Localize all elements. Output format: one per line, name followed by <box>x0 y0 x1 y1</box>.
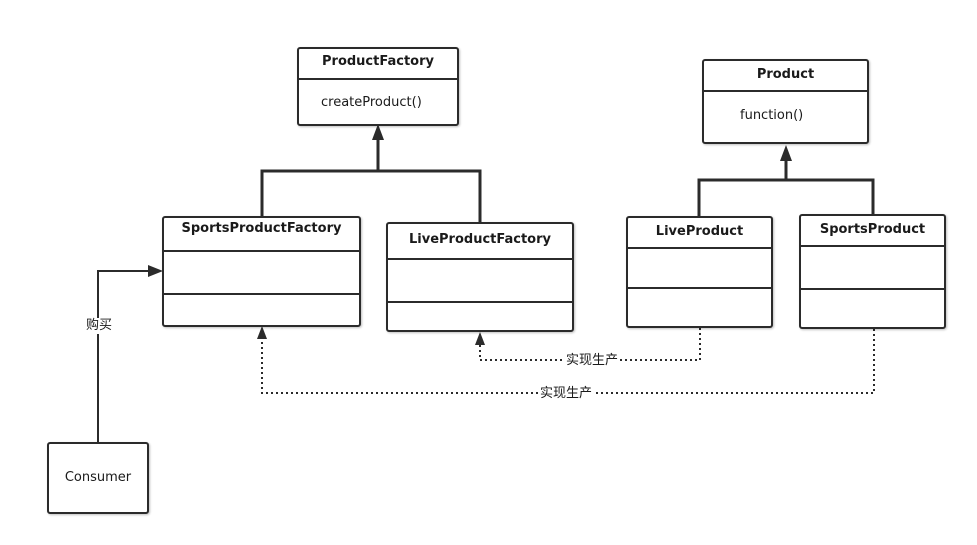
product-class[interactable]: Product function() <box>702 59 869 144</box>
sports-product-divider-2 <box>801 288 944 290</box>
live-product-class[interactable]: LiveProduct <box>626 216 773 328</box>
implement-label-live: 实现生产 <box>565 353 620 369</box>
product-factory-divider <box>299 78 457 80</box>
live-product-factory-divider-2 <box>388 301 572 303</box>
product-divider <box>704 90 867 92</box>
sports-product-factory-divider-1 <box>164 250 359 252</box>
buy-arrowhead <box>148 265 163 277</box>
buy-label: 购买 <box>85 318 114 334</box>
live-implement-arrowhead <box>475 332 485 345</box>
buy-connector <box>97 270 150 442</box>
sports-implement-arrowhead <box>257 326 267 339</box>
sports-product-divider-1 <box>801 245 944 247</box>
live-product-divider-2 <box>628 287 771 289</box>
sports-product-class[interactable]: SportsProduct <box>799 214 946 329</box>
product-factory-method: createProduct() <box>321 95 422 110</box>
product-name: Product <box>756 67 815 82</box>
sports-product-factory-name: SportsProductFactory <box>181 221 342 236</box>
sports-product-name: SportsProduct <box>819 222 926 237</box>
product-factory-class[interactable]: ProductFactory createProduct() <box>297 47 459 126</box>
product-inheritance-connector <box>697 159 875 217</box>
factory-inheritance-arrowhead <box>372 124 384 140</box>
product-method: function() <box>740 108 804 123</box>
live-product-factory-name: LiveProductFactory <box>408 232 551 247</box>
consumer-label: Consumer <box>64 470 132 485</box>
live-product-name: LiveProduct <box>655 224 744 239</box>
product-factory-name: ProductFactory <box>322 54 434 69</box>
consumer-box[interactable]: Consumer <box>47 442 149 514</box>
live-product-factory-class[interactable]: LiveProductFactory <box>386 222 574 332</box>
sports-product-factory-class[interactable]: SportsProductFactory <box>162 216 361 327</box>
live-product-divider-1 <box>628 247 771 249</box>
sports-product-factory-divider-2 <box>164 293 359 295</box>
implement-label-sports: 实现生产 <box>539 386 594 402</box>
factory-inheritance-connector <box>260 138 482 223</box>
live-product-factory-divider-1 <box>388 258 572 260</box>
product-inheritance-arrowhead <box>780 145 792 161</box>
